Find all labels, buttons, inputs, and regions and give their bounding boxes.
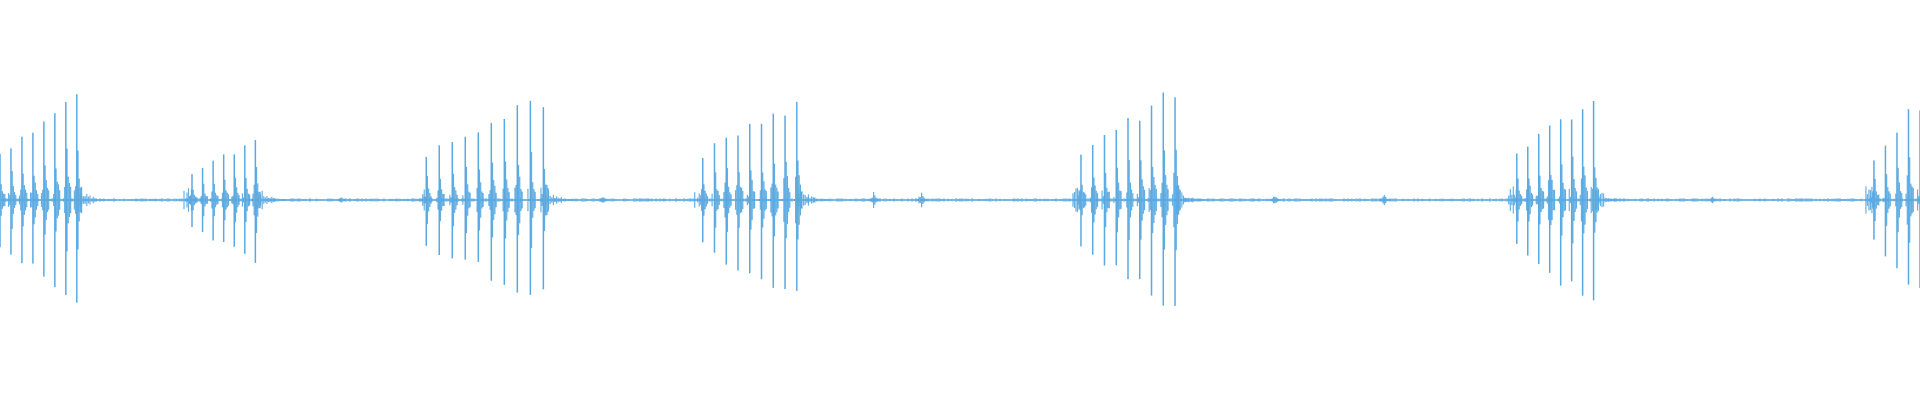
waveform-samples bbox=[0, 92, 1920, 306]
